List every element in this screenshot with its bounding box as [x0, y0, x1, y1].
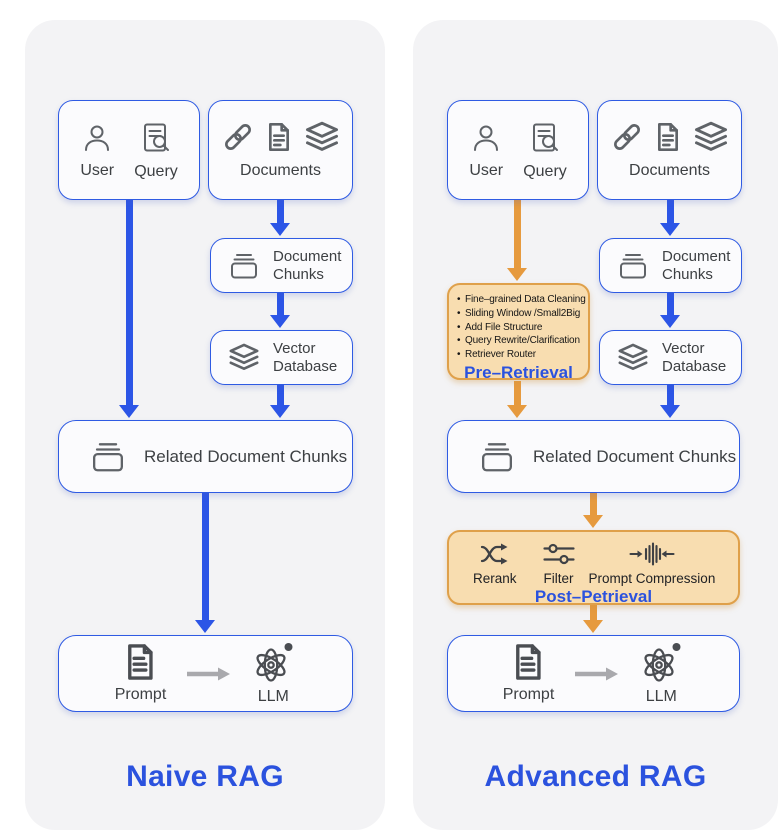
- query-label: Query: [134, 162, 178, 180]
- user-query-box: User Query: [447, 100, 589, 200]
- naive-rag-title: Naive RAG: [126, 760, 284, 793]
- rerank-icon: [480, 541, 510, 567]
- documents-box: Documents: [597, 100, 742, 200]
- layers-icon: [693, 121, 729, 153]
- llm-atom-icon: [250, 641, 296, 683]
- advanced-rag-title: Advanced RAG: [484, 760, 707, 793]
- filter-icon: [542, 541, 575, 567]
- documents-label: Documents: [629, 161, 710, 179]
- llm-label: LLM: [257, 688, 289, 705]
- query-label: Query: [523, 162, 567, 180]
- prompt-llm-box: Prompt LLM: [58, 635, 353, 712]
- prompt-icon: [510, 643, 546, 681]
- arrow-right-icon: [573, 667, 619, 681]
- llm-atom-icon: [638, 641, 684, 683]
- rerank-label: Rerank: [473, 571, 517, 586]
- documents-box: Documents: [208, 100, 353, 200]
- post-retrieval-box: Rerank Filter Prompt Compression Post–Pe…: [447, 530, 740, 606]
- pre-retrieval-box: Fine–grained Data Cleaning Sliding Windo…: [447, 283, 590, 382]
- vector-db-icon: [617, 343, 649, 372]
- vector-db-icon: [228, 343, 260, 372]
- flow-arrow-related-to-postretrieval: [583, 492, 604, 528]
- link-icon: [611, 121, 643, 153]
- llm-label: LLM: [645, 688, 677, 705]
- chunks-icon: [228, 253, 260, 279]
- flow-arrow-vector-to-related: [270, 385, 291, 418]
- chunks-icon: [617, 253, 649, 279]
- prompt-compression-label: Prompt Compression: [588, 571, 716, 586]
- compression-icon: [629, 541, 675, 567]
- document-icon: [652, 121, 684, 153]
- list-item: Add File Structure: [457, 321, 588, 335]
- list-item: Fine–grained Data Cleaning: [457, 293, 588, 307]
- related-chunks-label: Related Document Chunks: [144, 446, 348, 466]
- prompt-llm-box: Prompt LLM: [447, 635, 740, 712]
- list-item: Sliding Window /Small2Big: [457, 307, 588, 321]
- link-icon: [222, 121, 254, 153]
- arrow-right-icon: [185, 667, 231, 681]
- prompt-icon: [122, 643, 158, 681]
- user-icon: [80, 121, 114, 155]
- list-item: Query Rewrite/Clarification: [457, 334, 588, 348]
- query-icon: [527, 120, 563, 156]
- user-query-box: User Query: [58, 100, 200, 200]
- folder-icon: [478, 442, 516, 472]
- flow-arrow-docs-to-chunks: [660, 200, 681, 236]
- folder-icon: [89, 442, 127, 472]
- flow-arrow-postretrieval-to-prompt: [583, 604, 604, 633]
- user-icon: [469, 121, 503, 155]
- flow-arrow-chunks-to-vector: [660, 292, 681, 328]
- related-chunks-box: Related Document Chunks: [447, 420, 740, 493]
- flow-arrow-user-to-related: [119, 200, 140, 418]
- user-label: User: [469, 161, 504, 179]
- post-retrieval-label: Post–Petrieval: [534, 587, 653, 606]
- related-chunks-box: Related Document Chunks: [58, 420, 353, 493]
- document-icon: [263, 121, 295, 153]
- list-item: Retriever Router: [457, 348, 588, 362]
- flow-arrow-chunks-to-vector: [270, 293, 291, 328]
- pre-retrieval-list: Fine–grained Data Cleaning Sliding Windo…: [449, 285, 588, 362]
- documents-label: Documents: [240, 161, 321, 179]
- flow-arrow-preretrieval-to-related: [507, 381, 528, 418]
- user-label: User: [80, 161, 115, 179]
- prompt-label: Prompt: [502, 686, 555, 703]
- layers-icon: [304, 121, 340, 153]
- pre-retrieval-label: Pre–Retrieval: [464, 362, 573, 382]
- flow-arrow-related-to-prompt: [195, 493, 216, 633]
- filter-label: Filter: [543, 571, 574, 586]
- query-icon: [138, 120, 174, 156]
- flow-arrow-docs-to-chunks: [270, 200, 291, 236]
- flow-arrow-vector-to-related: [660, 383, 681, 418]
- related-chunks-label: Related Document Chunks: [533, 446, 737, 466]
- prompt-label: Prompt: [114, 686, 167, 703]
- flow-arrow-user-to-preretrieval: [507, 200, 528, 281]
